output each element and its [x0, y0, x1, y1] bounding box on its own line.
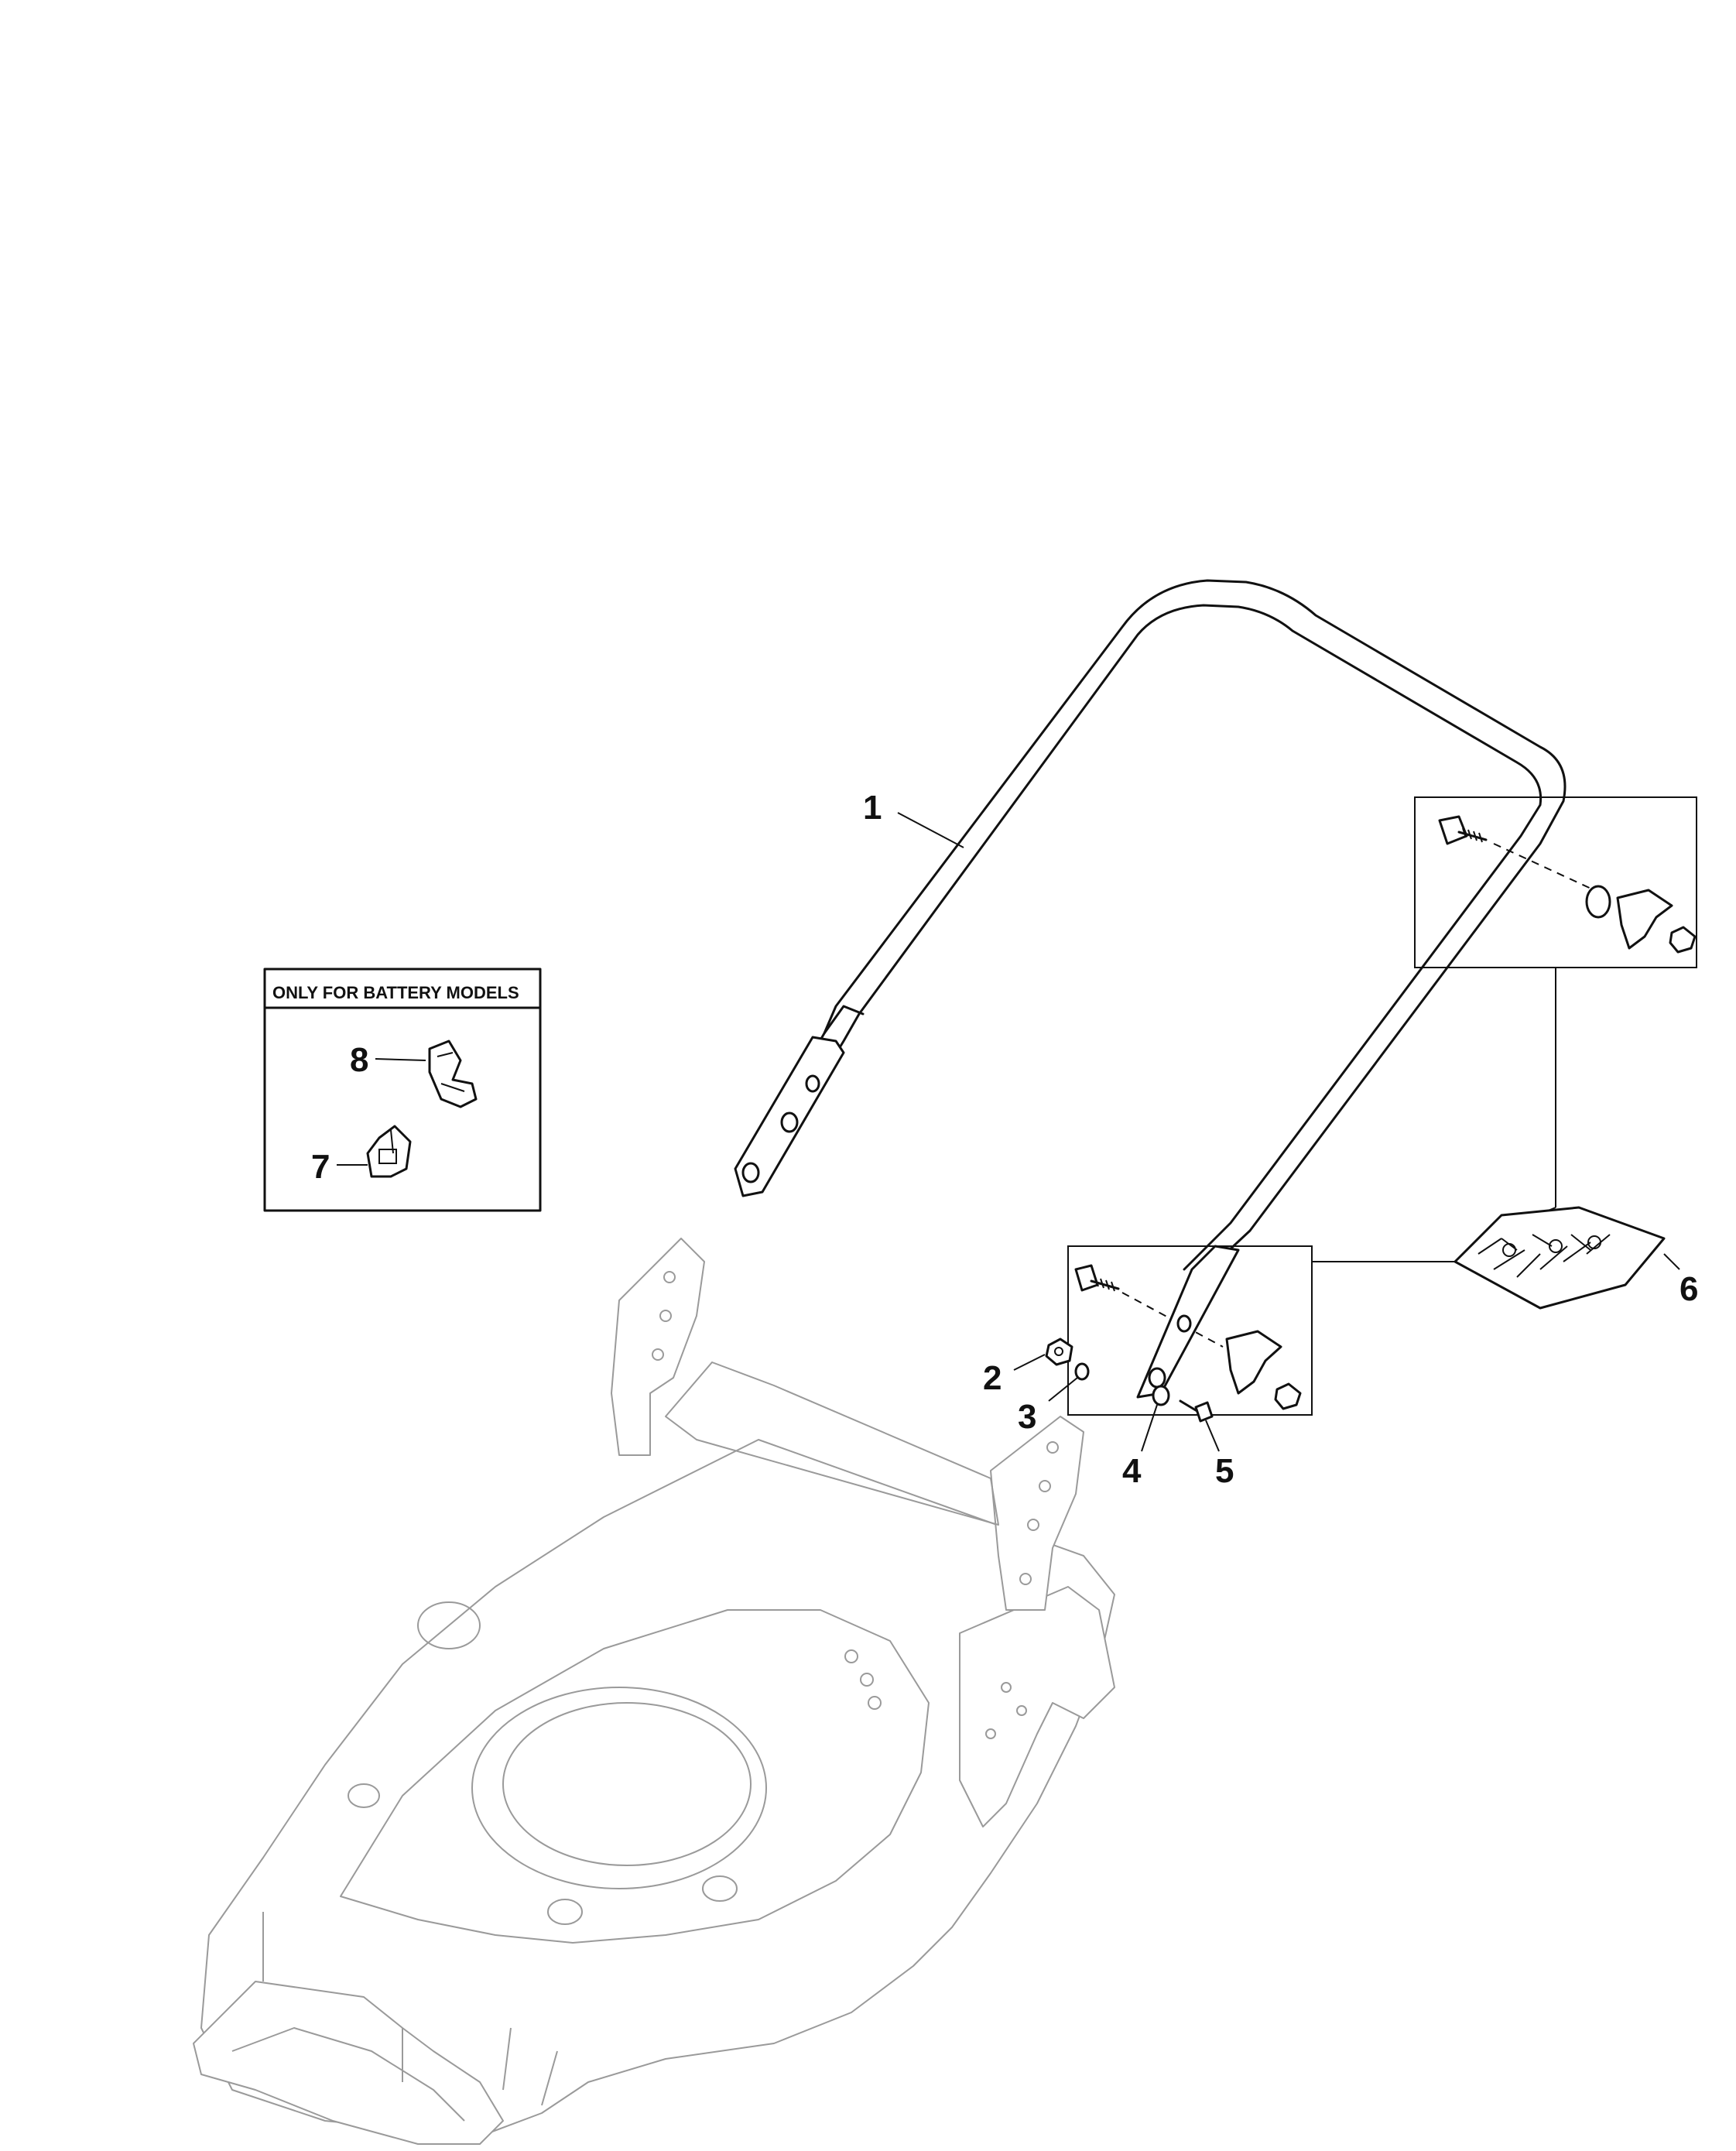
callout-5: 5 [1205, 1420, 1234, 1490]
mower-deck [193, 1238, 1115, 2145]
washer-part-3 [1074, 1362, 1090, 1381]
bolt-part-5 [1179, 1399, 1214, 1423]
callout-4-label: 4 [1122, 1452, 1142, 1490]
battery-box-title: ONLY FOR BATTERY MODELS [272, 983, 519, 1002]
callout-6-label: 6 [1680, 1270, 1698, 1308]
knob-icon [1225, 1330, 1282, 1395]
callout-3-label: 3 [1018, 1398, 1036, 1436]
callout-5-label: 5 [1215, 1452, 1234, 1490]
handle-part [734, 579, 1567, 1286]
callout-1: 1 [863, 789, 964, 848]
lower-hardware-box [1067, 1245, 1313, 1416]
hardware-bag [1454, 1206, 1666, 1310]
spacer-icon [1585, 885, 1611, 919]
nut-part-2 [1045, 1338, 1073, 1366]
bolt-icon [1074, 1264, 1120, 1292]
callout-7-label: 7 [311, 1148, 330, 1186]
callout-6: 6 [1663, 1253, 1698, 1308]
upper-hardware-box [1414, 796, 1697, 968]
callout-3: 3 [1018, 1377, 1078, 1436]
callout-2: 2 [983, 1354, 1046, 1397]
battery-models-box: ONLY FOR BATTERY MODELS 8 7 [263, 968, 542, 1212]
bolt-icon [1438, 815, 1488, 845]
callout-1-label: 1 [863, 789, 882, 827]
callout-8: 8 [350, 1041, 426, 1079]
callout-4: 4 [1122, 1404, 1158, 1490]
nut-icon [1274, 1382, 1302, 1410]
knob-icon [1616, 889, 1673, 950]
connector-part-7 [366, 1125, 412, 1178]
washer-part-4 [1152, 1385, 1170, 1406]
callout-8-label: 8 [350, 1041, 368, 1079]
callout-2-label: 2 [983, 1359, 1002, 1397]
nut-icon [1669, 926, 1697, 954]
clip-part-8 [428, 1040, 478, 1108]
callout-7: 7 [311, 1148, 368, 1186]
